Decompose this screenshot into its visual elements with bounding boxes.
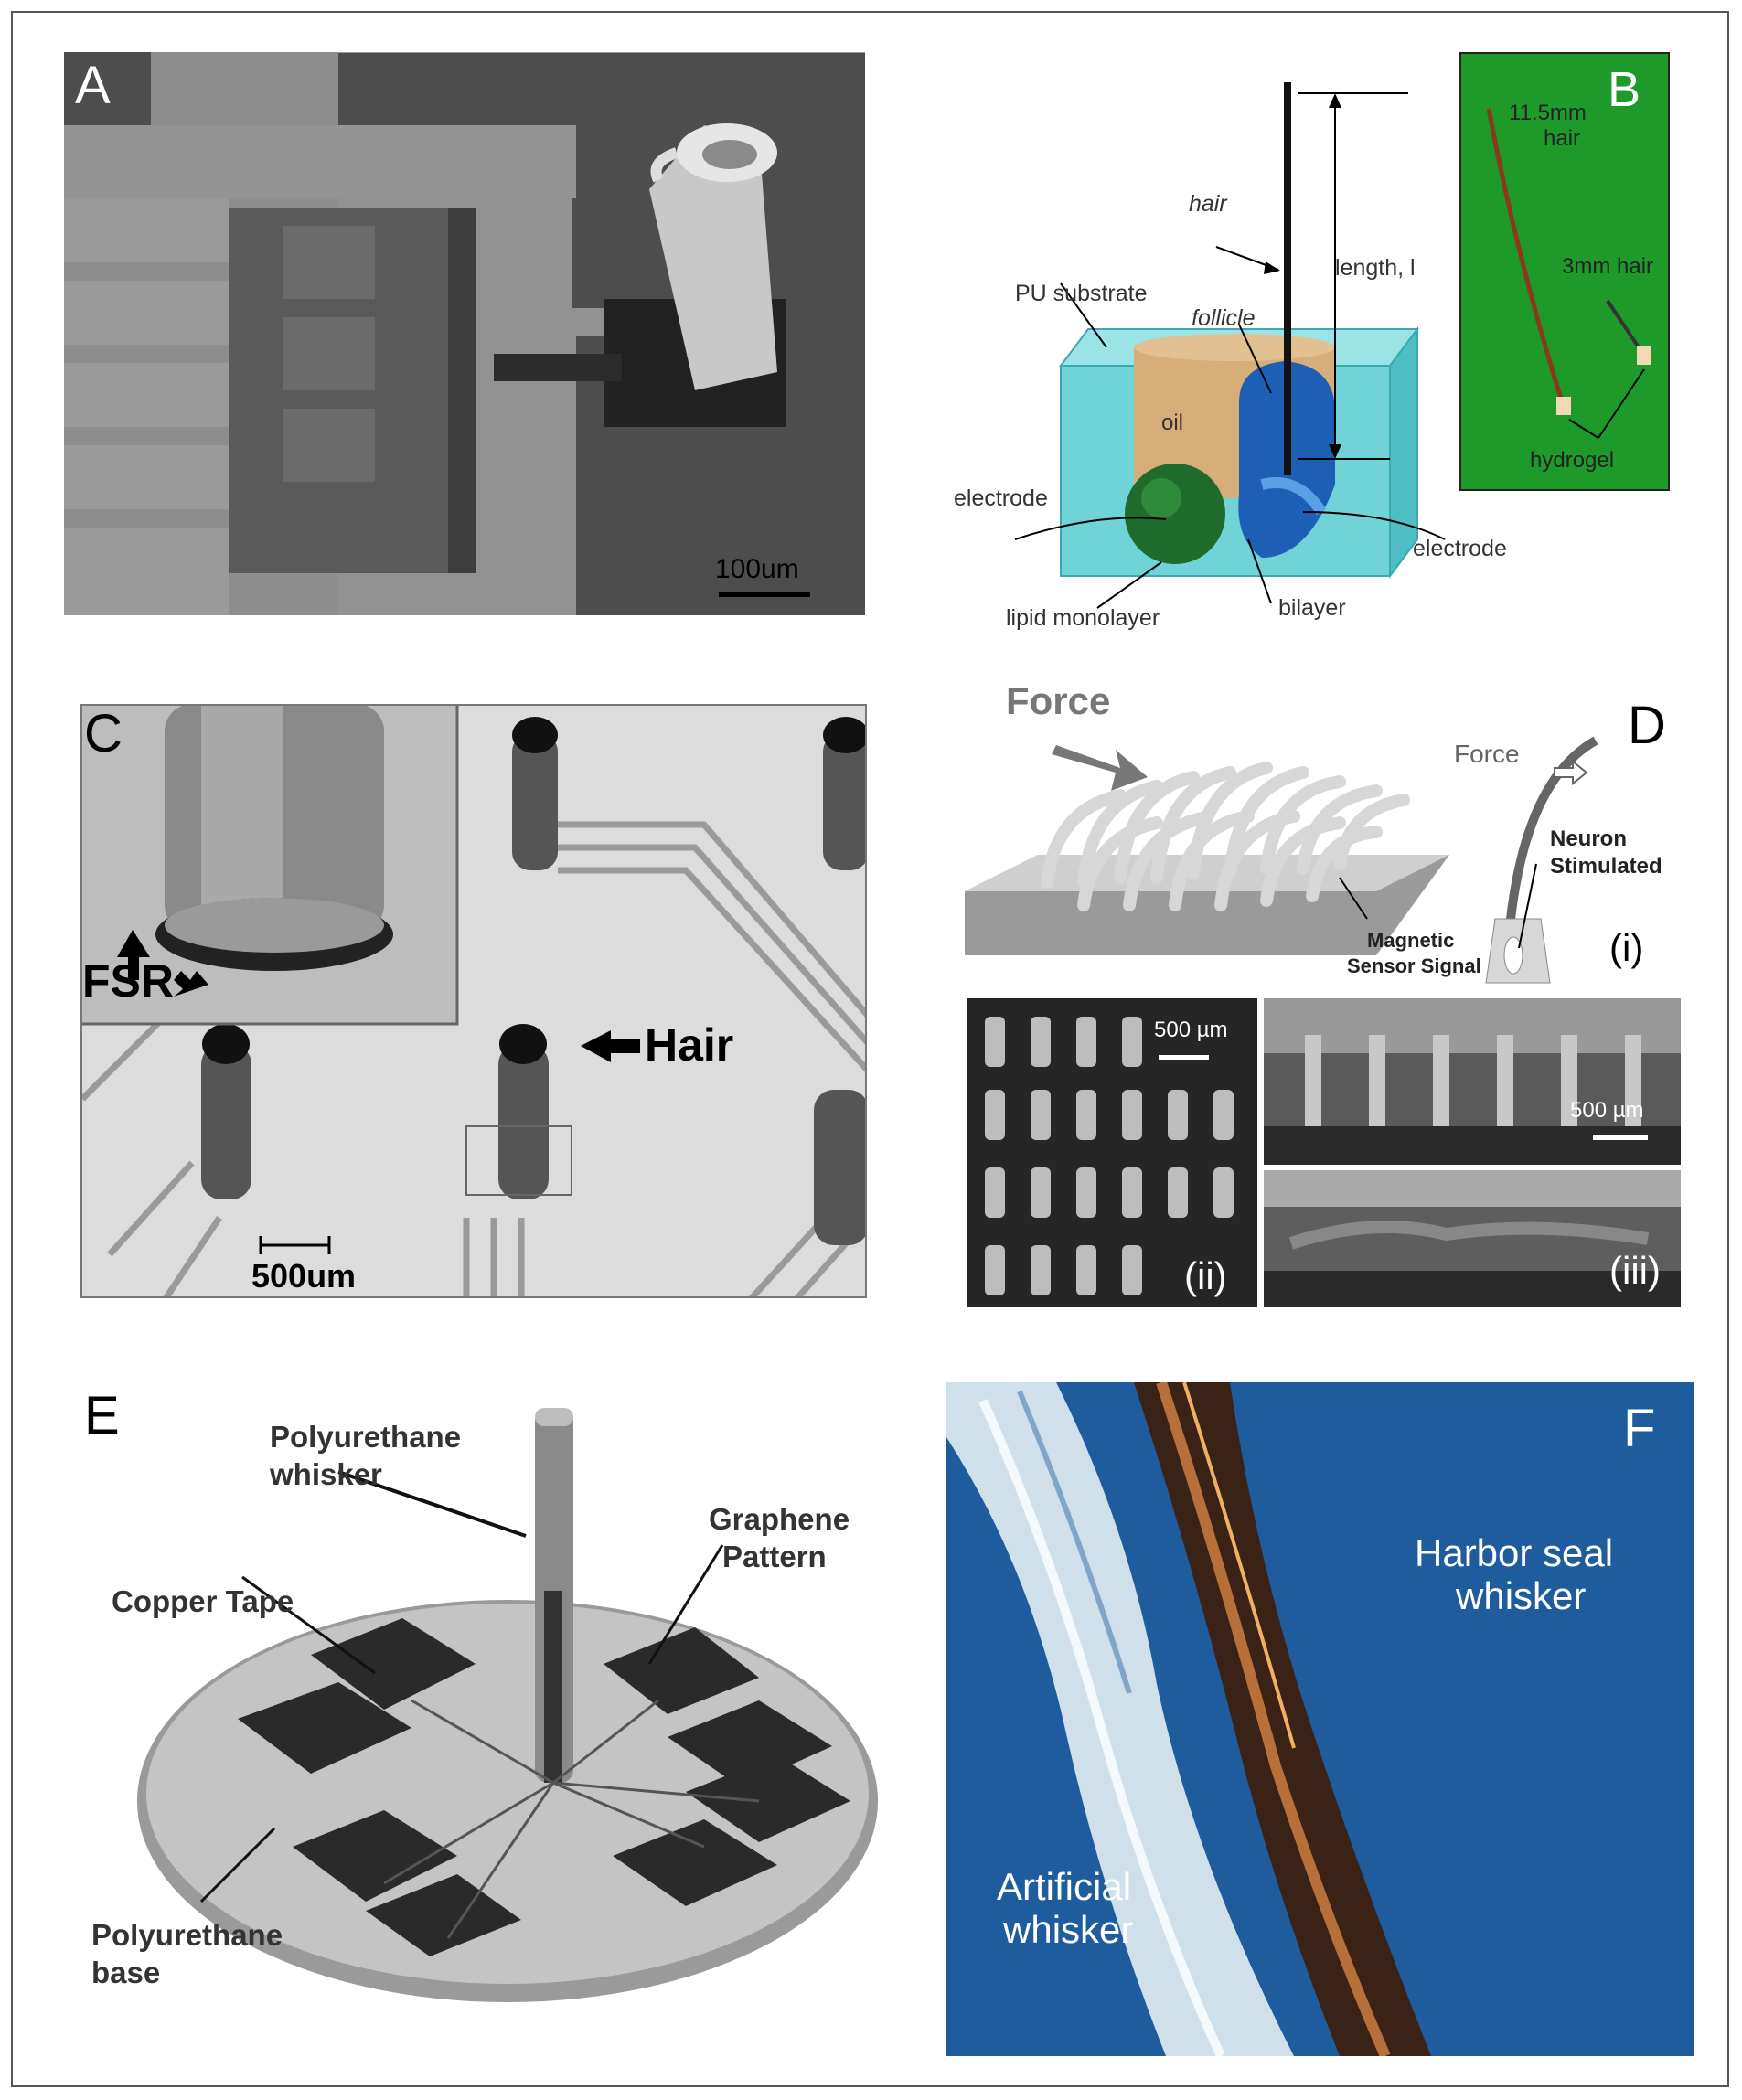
label-graphene-1: Graphene <box>709 1502 850 1536</box>
label-pu-base-1: Polyurethane <box>91 1918 283 1952</box>
label-electrode-right: electrode <box>1413 536 1507 561</box>
label-oil: oil <box>1161 410 1184 435</box>
figure-frame <box>11 11 1729 2087</box>
panel-c-array-drawing <box>82 706 865 1296</box>
panel-b-photo-drawing <box>1461 54 1668 489</box>
label-bilayer: bilayer <box>1278 595 1346 621</box>
panel-d-iii-bottom-drawing <box>1264 1170 1681 1307</box>
label-neuron-2: Stimulated <box>1550 854 1662 879</box>
panel-a-scale-bar <box>719 592 810 597</box>
label-pu-whisker-2: whisker <box>270 1457 382 1491</box>
label-harbor-seal-2: whisker <box>1456 1574 1587 1617</box>
panel-d-ii-image: 500 µm (ii) <box>967 998 1257 1307</box>
panel-a-device-drawing <box>64 52 865 615</box>
label-pu-whisker-1: Polyurethane <box>270 1420 462 1454</box>
panel-a-scale-label: 100um <box>715 554 799 584</box>
panel-b-label: B <box>1608 62 1641 117</box>
panel-c-scale-label: 500um <box>251 1257 357 1295</box>
label-electrode-left: electrode <box>954 485 1048 511</box>
panel-d-schematic-drawing <box>965 736 1598 984</box>
panel-d-ii-scale-label: 500 µm <box>1154 1018 1228 1042</box>
label-copper-tape: Copper Tape <box>112 1584 294 1618</box>
label-artificial-1: Artificial <box>997 1865 1132 1908</box>
panel-b-schematic-drawing <box>1014 82 1446 609</box>
panel-d-iii-scale-label: 500 µm <box>1570 1098 1644 1123</box>
panel-a-sem-image: A 100um <box>64 52 865 615</box>
panel-c-image: C FSR Hair 500um <box>80 704 867 1298</box>
panel-d-iii-bottom-image: (iii) <box>1264 1170 1681 1307</box>
panel-b-photo: B 11.5mm hair 3mm hair hydrogel <box>1459 52 1670 491</box>
label-neuron-1: Neuron <box>1550 826 1627 851</box>
label-long-hair-2: hair <box>1544 126 1581 151</box>
panel-c-label: C <box>84 704 123 763</box>
panel-a-label: A <box>75 56 111 115</box>
panel-f-label: F <box>1623 1399 1656 1458</box>
panel-d-iii-top-drawing <box>1264 998 1681 1165</box>
label-magnetic-2: Sensor Signal <box>1347 954 1481 977</box>
label-pu-substrate: PU substrate <box>1015 281 1148 306</box>
label-hair-pointer: Hair <box>645 1019 734 1071</box>
label-artificial-2: whisker <box>1003 1908 1134 1951</box>
panel-e-image: E Polyurethane whisker Graphene Pattern … <box>64 1371 887 2011</box>
label-hydrogel: hydrogel <box>1530 448 1615 473</box>
label-short-hair: 3mm hair <box>1562 254 1654 279</box>
label-follicle: follicle <box>1192 305 1256 331</box>
panel-f-whisker-drawing <box>946 1382 1694 2056</box>
label-hair: hair <box>1189 191 1227 217</box>
label-sub-iii: (iii) <box>1609 1249 1661 1292</box>
panel-d-schematic: Force Force D Neuron Stimulated Magnetic… <box>965 681 1687 997</box>
label-sub-i: (i) <box>1609 926 1644 969</box>
label-force-large: Force <box>1006 681 1111 722</box>
panel-b-schematic: hair length, l PU substrate follicle oil… <box>933 82 1518 640</box>
label-fsr: FSR <box>82 955 174 1007</box>
label-length: length, l <box>1335 255 1416 281</box>
panel-f-image: F Harbor seal whisker Artificial whisker <box>946 1382 1694 2056</box>
panel-d-iii-top-image: 500 µm <box>1264 998 1681 1165</box>
label-harbor-seal-1: Harbor seal <box>1415 1531 1614 1574</box>
panel-e-device-drawing <box>137 1408 878 2002</box>
label-pu-base-2: base <box>91 1956 161 1989</box>
panel-e-label: E <box>84 1386 120 1445</box>
label-magnetic-1: Magnetic <box>1367 929 1455 952</box>
label-force-small: Force <box>1454 740 1520 768</box>
panel-d-label: D <box>1628 696 1666 755</box>
label-graphene-2: Pattern <box>722 1540 827 1573</box>
label-sub-ii: (ii) <box>1184 1254 1227 1297</box>
label-lipid-monolayer: lipid monolayer <box>1006 605 1160 631</box>
label-long-hair-1: 11.5mm <box>1509 101 1587 125</box>
panel-d-ii-drawing <box>967 998 1257 1307</box>
